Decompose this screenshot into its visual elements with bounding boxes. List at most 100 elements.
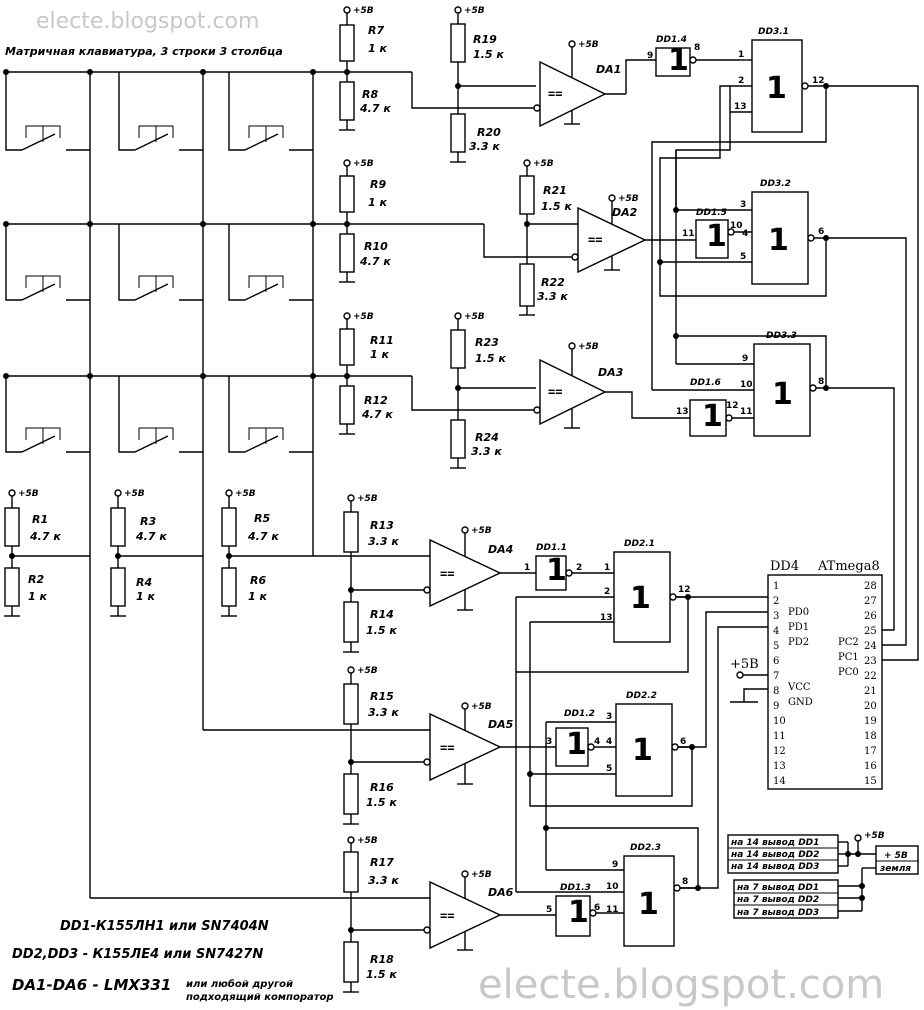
svg-text:6: 6: [594, 903, 600, 913]
comparator-da3: [533, 342, 607, 429]
inverter-symbol: 1: [668, 43, 689, 78]
nor-symbol: 1: [638, 887, 659, 922]
svg-text:9: 9: [647, 51, 653, 61]
svg-text:R8: R8: [362, 88, 378, 101]
supply-label: +5B: [618, 194, 639, 204]
mcu-pin-right: 26: [864, 611, 877, 622]
svg-text:2: 2: [738, 76, 744, 86]
svg-text:8: 8: [694, 43, 700, 53]
resistor-r20: [450, 113, 466, 153]
svg-text:5: 5: [546, 905, 552, 915]
supply-label: +5B: [578, 342, 599, 352]
resistor-r6: [221, 567, 237, 607]
svg-text:R17: R17: [370, 856, 394, 869]
svg-text:4.7 к: 4.7 к: [359, 255, 391, 268]
supply-label: +5B: [464, 312, 485, 322]
svg-text:R22: R22: [541, 276, 565, 289]
svg-text:DD4: DD4: [770, 559, 799, 574]
key-switch: [228, 376, 313, 453]
comparator-da4: [423, 526, 502, 611]
svg-text:13: 13: [734, 102, 747, 112]
mcu-pin-right: 25: [864, 626, 877, 637]
component-labels: +5B +5B +5B +5B +5B +5B +5B +5B +5B +5B …: [12, 6, 911, 1003]
supply-label: +5B: [124, 489, 145, 499]
svg-text:на 14 вывод DD3: на 14 вывод DD3: [731, 862, 819, 872]
inverter-symbol: 1: [706, 219, 727, 254]
svg-text:3.3 к: 3.3 к: [537, 290, 568, 303]
svg-text:PC2: PC2: [838, 637, 859, 648]
supply-label: +5B: [864, 831, 885, 841]
svg-text:DD3.1: DD3.1: [758, 27, 789, 37]
svg-text:R14: R14: [370, 608, 394, 621]
svg-text:R21: R21: [543, 184, 567, 197]
resistor-r12: [339, 385, 355, 425]
power-connections: [727, 834, 919, 919]
mcu-pin-left: 8: [773, 686, 779, 697]
inverter-dd1-2: [555, 727, 589, 767]
svg-text:3.3 к: 3.3 к: [469, 140, 500, 153]
nor-gate-dd3-1: [751, 39, 803, 133]
svg-text:R13: R13: [370, 519, 394, 532]
svg-text:4.7 к: 4.7 к: [361, 408, 393, 421]
svg-text:4.7 к: 4.7 к: [29, 530, 61, 543]
svg-text:13: 13: [676, 407, 689, 417]
svg-text:1 к: 1 к: [28, 590, 47, 603]
comparator-symbol: ==: [440, 567, 454, 581]
note-line-3: DA1-DA6 - LMX331: [12, 976, 171, 994]
svg-text:12: 12: [678, 585, 691, 595]
mcu-pin-left: 3: [773, 611, 779, 622]
svg-text:1 к: 1 к: [368, 196, 387, 209]
watermark-top: electe.blogspot.com: [36, 9, 259, 34]
svg-text:DD2.2: DD2.2: [626, 691, 657, 701]
svg-text:R9: R9: [370, 178, 386, 191]
mcu-pin-left: 13: [773, 761, 786, 772]
svg-text:R24: R24: [475, 431, 499, 444]
lower-reference-dividers: [343, 494, 430, 993]
svg-text:3: 3: [546, 737, 552, 747]
supply-label: +5B: [235, 489, 256, 499]
supply-label: +5B: [357, 836, 378, 846]
resistor-r10: [339, 233, 355, 273]
svg-text:R15: R15: [370, 690, 394, 703]
supply-label: +5B: [353, 6, 374, 16]
svg-text:3: 3: [740, 200, 746, 210]
supply-label: +5B: [464, 6, 485, 16]
key-switch: [228, 224, 313, 301]
svg-text:DA6: DA6: [488, 886, 514, 899]
svg-text:DA1: DA1: [596, 63, 621, 76]
supply-label: +5B: [357, 666, 378, 676]
key-switch: [5, 224, 90, 301]
resistor-r7: [339, 24, 355, 62]
mcu-pin-left: 2: [773, 596, 779, 607]
mcu-pin-right: 16: [864, 761, 877, 772]
supply-label: +5B: [471, 526, 492, 536]
svg-text:PD1: PD1: [788, 622, 809, 633]
mcu-pin-left: 14: [773, 776, 786, 787]
nor-symbol: 1: [632, 733, 653, 768]
resistor-r5: [221, 507, 237, 547]
svg-text:3: 3: [606, 712, 612, 722]
resistor-r23: [450, 329, 466, 369]
resistor-r4: [110, 567, 126, 607]
svg-text:1.5 к: 1.5 к: [473, 48, 504, 61]
svg-text:R11: R11: [370, 334, 394, 347]
svg-text:R7: R7: [368, 24, 384, 37]
svg-text:8: 8: [818, 377, 824, 387]
mcu-pin-right: 23: [864, 656, 877, 667]
reference-dividers: [450, 6, 578, 469]
comparator-da5: [423, 702, 502, 785]
svg-text:на 7 вывод DD3: на 7 вывод DD3: [737, 908, 819, 918]
svg-text:2: 2: [604, 587, 610, 597]
svg-text:на 7 вывод DD2: на 7 вывод DD2: [737, 895, 819, 905]
svg-text:1.5 к: 1.5 к: [541, 200, 572, 213]
mcu-pin-left: 1: [773, 581, 779, 592]
svg-text:+ 5В: + 5В: [884, 851, 908, 861]
svg-text:2: 2: [576, 563, 582, 573]
key-switch: [5, 72, 90, 151]
mcu-pin-right: 19: [864, 716, 877, 727]
resistor-r14: [343, 601, 359, 643]
svg-text:R19: R19: [473, 33, 497, 46]
svg-text:4: 4: [594, 737, 600, 747]
key-switch: [228, 72, 313, 151]
